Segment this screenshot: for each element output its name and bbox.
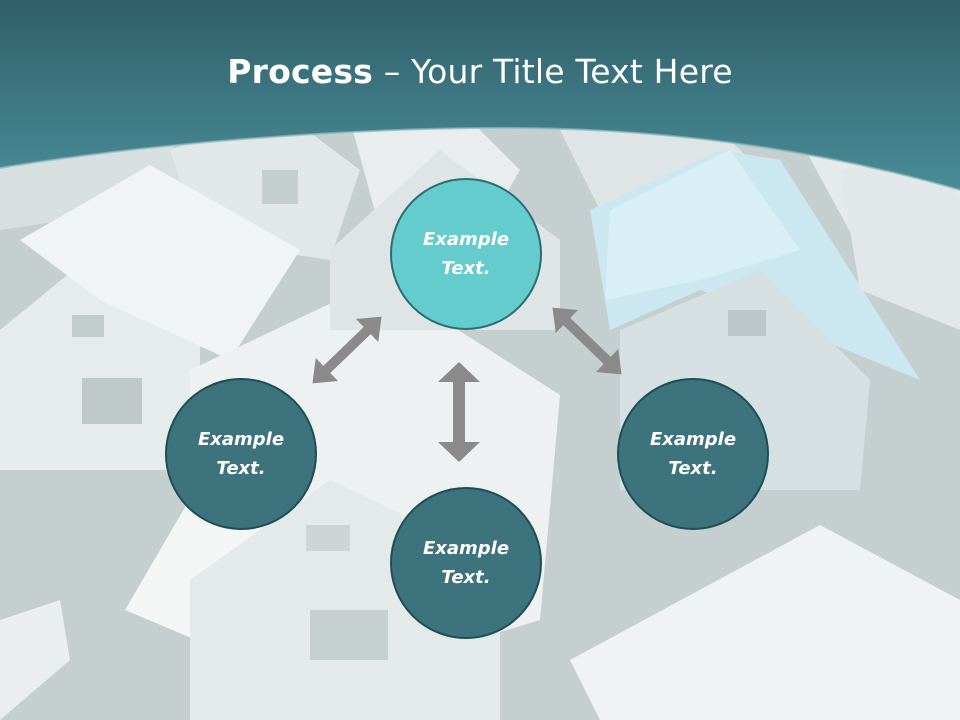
node-right-line1: Example — [649, 429, 737, 450]
node-top-line2: Text. — [441, 258, 491, 279]
node-top-line1: Example — [422, 229, 510, 250]
node-top: Example Text. — [390, 178, 542, 330]
arrow-top-right — [552, 307, 622, 375]
node-left-line2: Text. — [216, 458, 266, 479]
slide-title: Process – Your Title Text Here — [0, 52, 960, 91]
arrow-vertical — [438, 362, 480, 462]
node-left: Example Text. — [165, 378, 317, 530]
node-bottom-line1: Example — [422, 538, 510, 559]
node-right-line2: Text. — [668, 458, 718, 479]
title-rest: – Your Title Text Here — [373, 52, 733, 91]
node-bottom-line2: Text. — [441, 567, 491, 588]
node-bottom: Example Text. — [390, 487, 542, 639]
title-bold: Process — [227, 52, 374, 91]
node-left-line1: Example — [197, 429, 285, 450]
node-right: Example Text. — [617, 378, 769, 530]
arrow-top-left — [312, 316, 382, 384]
